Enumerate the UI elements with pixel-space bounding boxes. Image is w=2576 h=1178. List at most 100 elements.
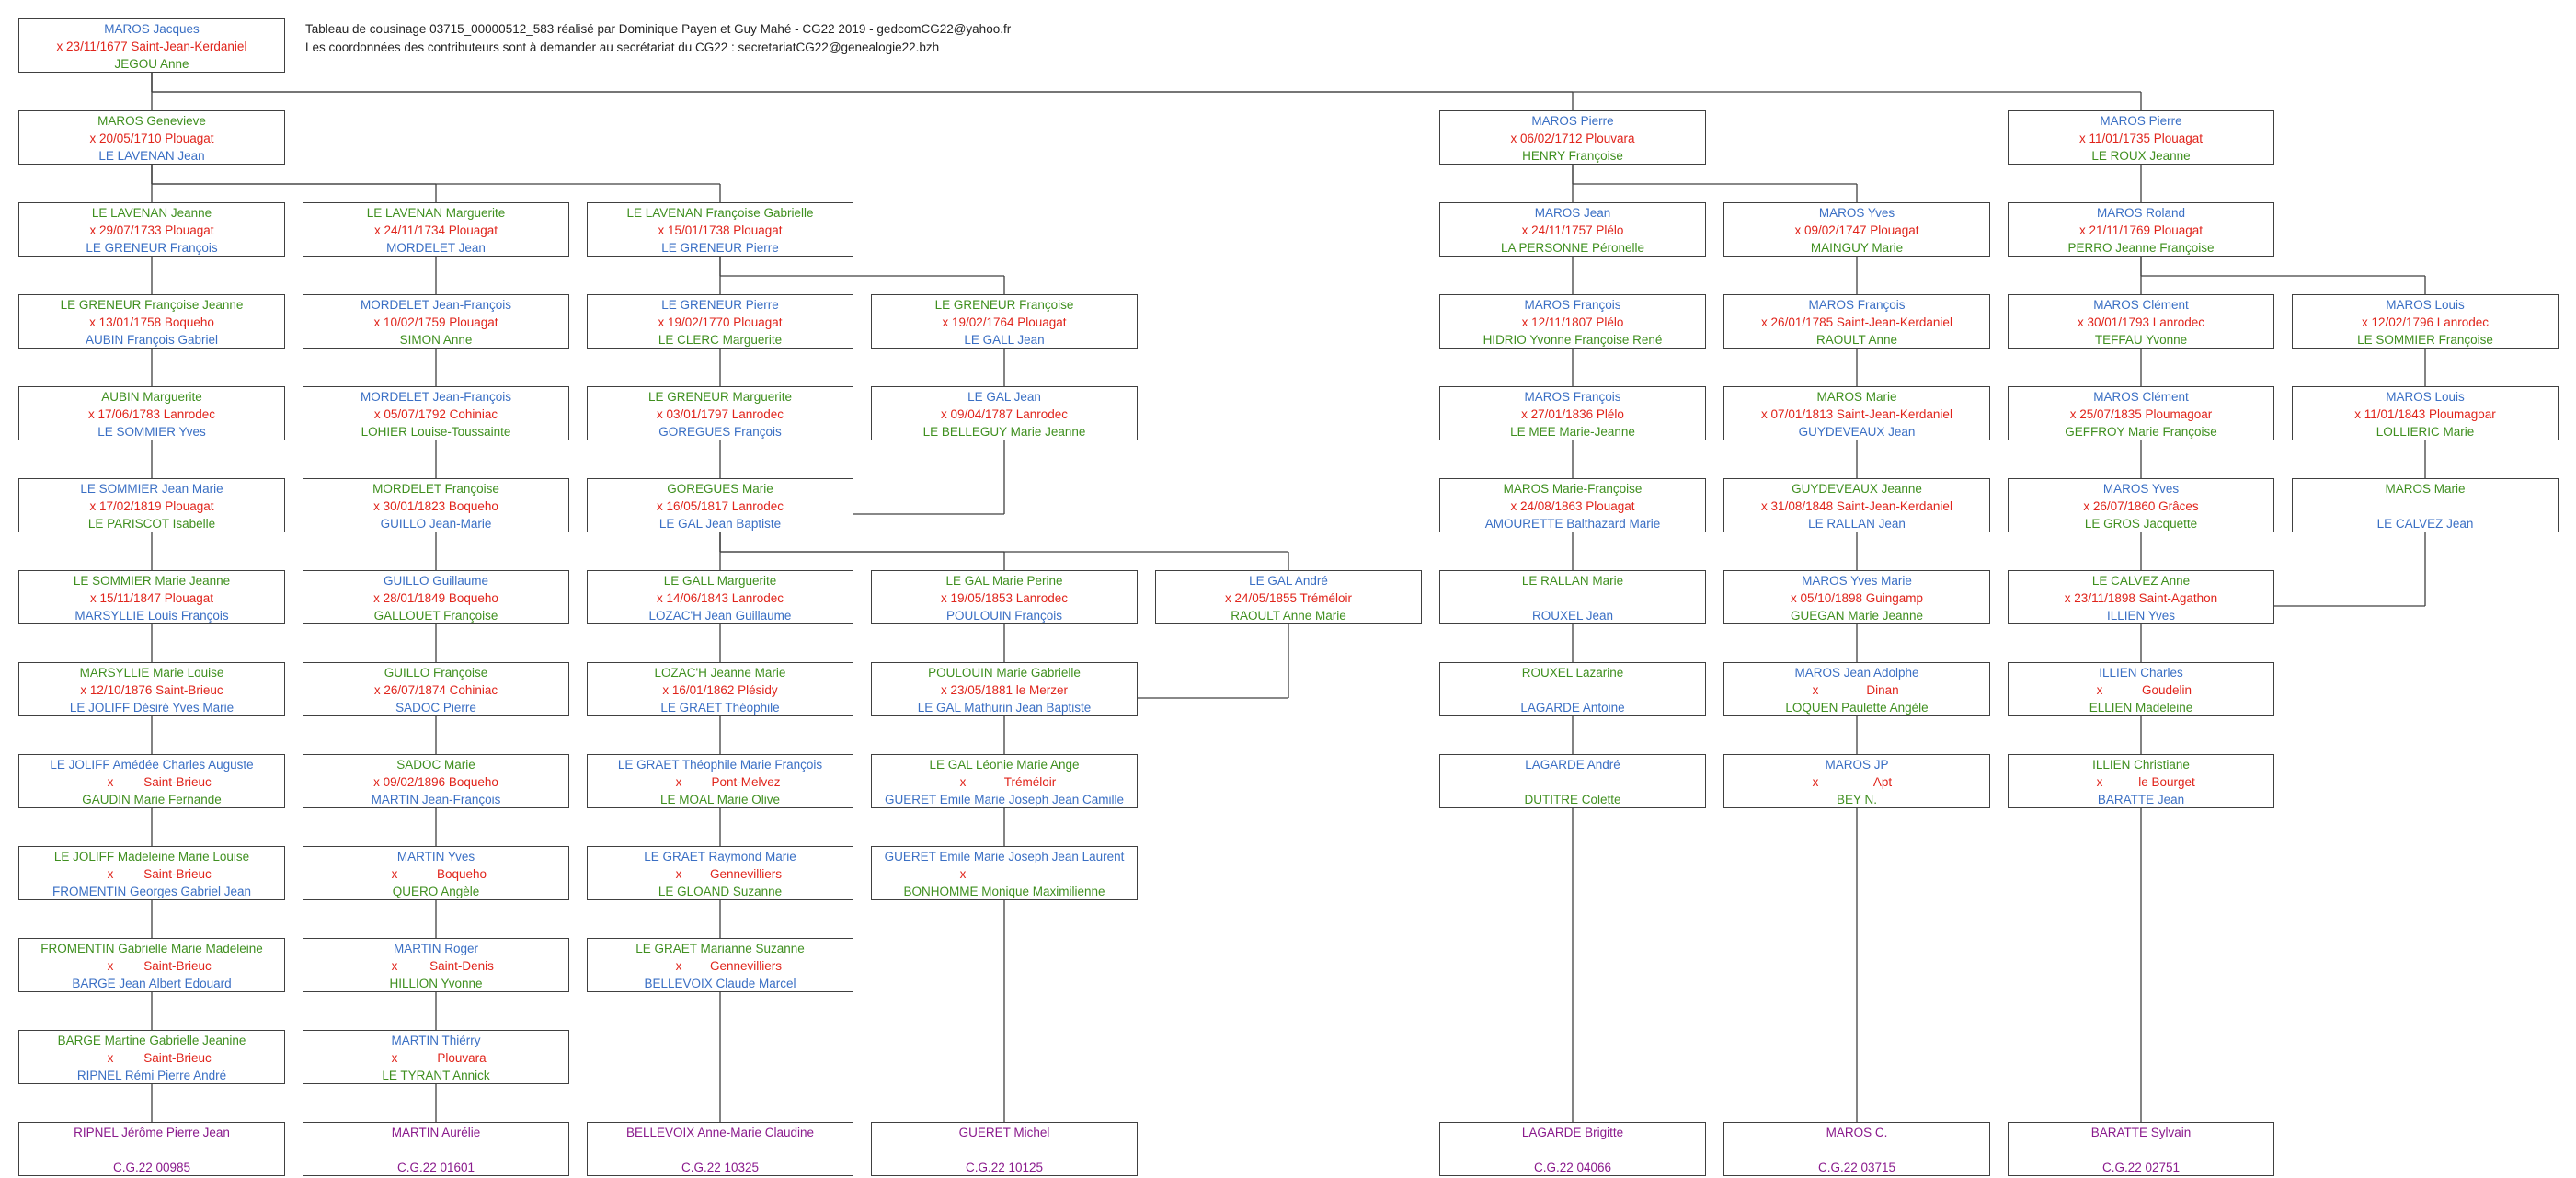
spouse-name: LOZAC'H Jean Guillaume [648,608,792,623]
marriage-info: x 13/01/1758 Boqueho [89,315,214,329]
person-name: LE GRENEUR Françoise Jeanne [60,297,244,312]
spouse-name: BARATTE Jean [2097,792,2185,806]
person-name: LE GAL Marie Perine [945,573,1063,588]
person-name: MAROS François [1524,389,1621,404]
person-name: MARTIN Thiérry [391,1033,481,1047]
person-name: BARGE Martine Gabrielle Jeanine [57,1033,246,1047]
spouse-name: QUERO Angèle [392,884,480,898]
spouse-name: LE GAL Mathurin Jean Baptiste [917,700,1092,715]
spouse-name: LOLLIERIC Marie [2376,424,2475,439]
place-name: Saint-Denis [429,958,494,973]
spouse-name: C.G.22 10325 [681,1160,760,1174]
spouse-name: LE SOMMIER Françoise [2357,332,2493,347]
person-box-g12: MAROS C.C.G.22 03715 [1723,1122,1990,1176]
place-name: Saint-Brieuc [143,866,212,881]
spouse-name: TEFFAU Yvonne [2094,332,2188,347]
marriage-mark: x [107,958,114,973]
spouse-name: LE JOLIFF Désiré Yves Marie [69,700,235,715]
spouse-name: SIMON Anne [399,332,473,347]
spouse-name: LE TYRANT Annick [382,1068,490,1082]
header-line-1: Tableau de cousinage 03715_00000512_583 … [305,22,1012,36]
marriage-info: x 24/11/1734 Plouagat [373,223,498,237]
spouse-name: HILLION Yvonne [389,976,483,990]
person-name: MAROS François [1808,297,1906,312]
spouse-name: GAUDIN Marie Fernande [82,792,222,806]
place-name: Boqueho [436,866,487,881]
marriage-info: x 24/08/1863 Plouagat [1510,498,1635,513]
place-name: Gennevilliers [709,866,783,881]
spouse-name: ROUXEL Jean [1531,608,1614,623]
marriage-info: x 30/01/1793 Lanrodec [2077,315,2205,329]
spouse-name: LE GROS Jacquette [2084,516,2198,531]
spouse-name: LAGARDE Antoine [1520,700,1625,715]
marriage-mark: x [959,774,967,789]
person-box-f5: MAROS Marie-Françoise x 24/08/1863 Plouag… [1439,478,1706,532]
marriage-mark: x [675,866,682,881]
marriage-place: x Gennevilliers [588,865,853,883]
spouse-name: LE GAL Jean Baptiste [658,516,782,531]
person-name: MARTIN Aurélie [391,1125,481,1139]
spouse-name: LE GRAET Théophile [660,700,780,715]
spouse-name: LE GRENEUR Pierre [661,240,779,255]
person-name: LE SOMMIER Marie Jeanne [73,573,231,588]
person-name: LE GALL Marguerite [663,573,777,588]
header-line-2: Les coordonnées des contributeurs sont à… [305,40,940,54]
marriage-info [1440,773,1705,791]
spouse-name: LE CLERC Marguerite [658,332,783,347]
person-name: FROMENTIN Gabrielle Marie Madeleine [40,941,263,955]
person-box-d6: LE GAL Marie Perine x 19/05/1853 Lanrodec… [871,570,1138,624]
spouse-name: FROMENTIN Georges Gabriel Jean [52,884,252,898]
spouse-name: AUBIN François Gabriel [85,332,219,347]
person-name: MAROS François [1524,297,1621,312]
marriage-info: x 26/07/1860 Grâces [2083,498,2199,513]
person-name: MAROS Pierre [1531,113,1614,128]
spouse-name: LE PARISCOT Isabelle [87,516,216,531]
marriage-info: x 27/01/1836 Plélo [1521,406,1624,421]
spouse-name: SADOC Pierre [395,700,476,715]
person-name: LE GRENEUR Marguerite [647,389,793,404]
marriage-mark: x [1812,774,1819,789]
person-name: MAROS Marie-Françoise [1503,481,1643,496]
spouse-name: LE GLOAND Suzanne [658,884,783,898]
marriage-info: x 30/01/1823 Boqueho [373,498,498,513]
marriage-info: x 19/05/1853 Lanrodec [940,590,1069,605]
marriage-mark: x [2096,682,2103,697]
person-name: LE JOLIFF Amédée Charles Auguste [50,757,254,772]
marriage-info: x 24/11/1757 Plélo [1521,223,1624,237]
marriage-info [1440,681,1705,699]
spouse-name: ILLIEN Yves [2106,608,2176,623]
person-name: MAROS Louis [2386,389,2465,404]
person-name: BARATTE Sylvain [2090,1125,2192,1139]
person-name: LE SOMMIER Jean Marie [80,481,223,496]
spouse-name: C.G.22 10125 [965,1160,1044,1174]
spouse-name: C.G.22 02751 [2101,1160,2181,1174]
person-name: ILLIEN Christiane [2092,757,2190,772]
marriage-info [1440,589,1705,607]
person-name: GUILLO Guillaume [383,573,489,588]
spouse-name: POULOUIN François [945,608,1063,623]
